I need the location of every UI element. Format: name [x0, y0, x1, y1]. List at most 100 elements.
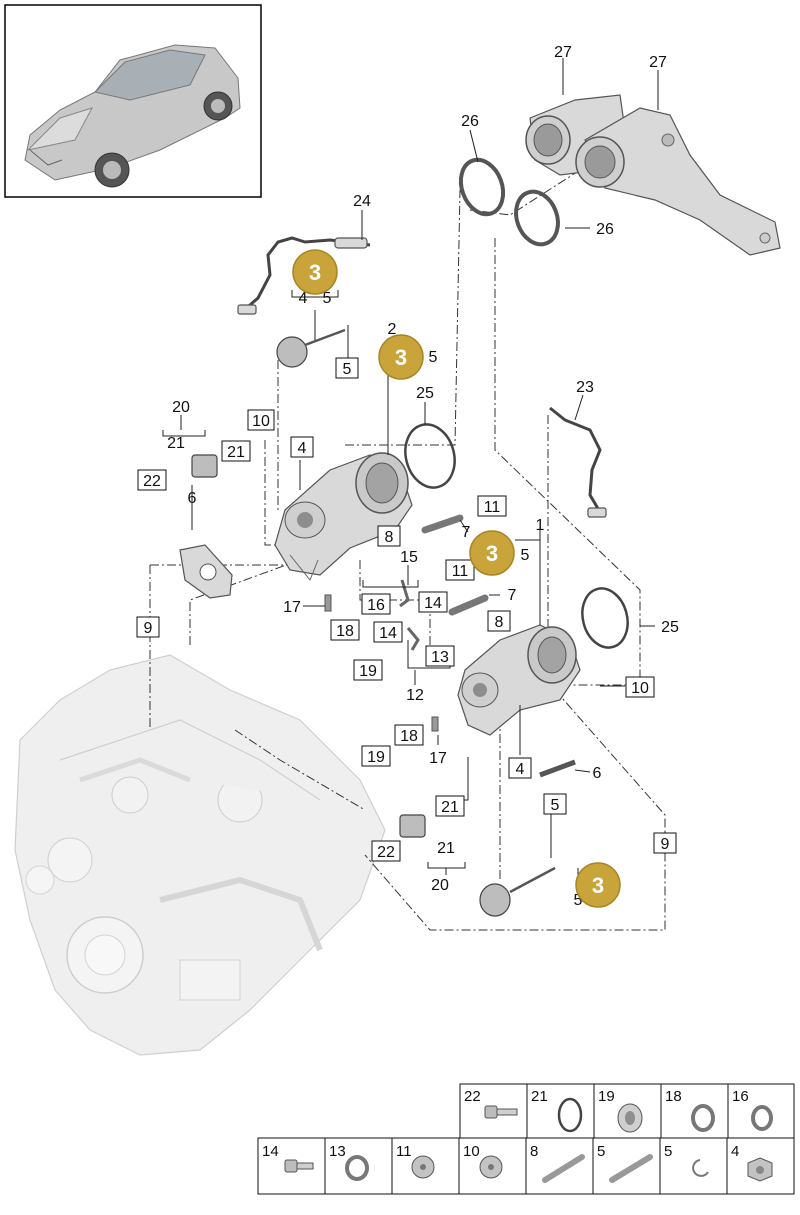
washer-ring-icon: [345, 1155, 369, 1181]
bolt-17-upper[interactable]: [324, 594, 332, 612]
callout-24: 24: [353, 193, 371, 210]
solenoid-valve-lower[interactable]: [399, 814, 426, 838]
svg-text:10: 10: [252, 413, 270, 430]
box-callout-10-lower: 10: [625, 676, 655, 698]
svg-text:4: 4: [298, 440, 307, 457]
hex-nut-icon: [747, 1157, 773, 1182]
catalytic-converter-left[interactable]: [525, 94, 626, 176]
callout-27b: 27: [649, 54, 667, 71]
solenoid-valve-upper[interactable]: [191, 454, 218, 478]
svg-text:22: 22: [377, 844, 395, 861]
bolt-17-lower[interactable]: [431, 716, 439, 732]
legend-cell-14: 14: [262, 1143, 279, 1160]
seal-ring-25-upper[interactable]: [399, 419, 462, 493]
box-callout-22-lower: 22: [371, 840, 401, 862]
callout-6a: 6: [188, 490, 197, 507]
callout-26b: 26: [596, 221, 614, 238]
callout-25a: 25: [416, 385, 434, 402]
sleeve-icon: [617, 1103, 643, 1133]
box-callout-8-lower: 8: [487, 610, 511, 632]
legend-cell-5a: 5: [597, 1143, 605, 1160]
badge-3-middle[interactable]: 3: [469, 530, 515, 576]
clamp-26-upper[interactable]: [454, 154, 511, 220]
callout-2: 2: [388, 321, 397, 338]
bracket-6-upper[interactable]: [179, 544, 233, 599]
svg-text:3: 3: [395, 345, 407, 370]
box-callout-14-lower: 14: [373, 621, 403, 643]
svg-text:19: 19: [359, 663, 377, 680]
svg-text:21: 21: [441, 799, 459, 816]
svg-text:22: 22: [143, 473, 161, 490]
oil-line-15[interactable]: [399, 579, 410, 608]
turbocharger-upper[interactable]: [274, 452, 413, 581]
callout-1: 1: [536, 517, 545, 534]
svg-text:14: 14: [379, 625, 397, 642]
callout-21a: 21: [167, 435, 185, 452]
svg-text:9: 9: [144, 620, 153, 637]
coolant-pipe-7-lower[interactable]: [448, 594, 489, 616]
callout-4a: 4: [299, 290, 308, 307]
coolant-pipe-7-upper[interactable]: [421, 514, 464, 534]
nut-icon-10: [479, 1155, 503, 1179]
svg-text:8: 8: [495, 614, 504, 631]
washer-small-icon: [751, 1105, 773, 1131]
clamp-26-lower[interactable]: [509, 186, 565, 250]
legend-cell-21: 21: [531, 1088, 548, 1105]
svg-text:4: 4: [516, 761, 525, 778]
legend-cell-11: 11: [396, 1143, 412, 1160]
badge-3-upper-right[interactable]: 3: [378, 334, 424, 380]
callout-12: 12: [406, 687, 424, 704]
svg-text:3: 3: [309, 260, 321, 285]
callout-5f: 5: [574, 892, 583, 909]
box-callout-11-lower: 11: [445, 559, 475, 581]
box-callout-22-upper: 22: [137, 469, 167, 491]
legend-cell-10: 10: [463, 1143, 480, 1160]
svg-text:11: 11: [452, 563, 469, 580]
box-callout-5-upper: 5: [335, 357, 359, 379]
oxygen-sensor-23[interactable]: [549, 406, 607, 518]
box-callout-14-upper: 14: [418, 591, 448, 613]
seal-ring-25-lower[interactable]: [576, 583, 634, 652]
callout-25b: 25: [661, 619, 679, 636]
oxygen-sensor-24[interactable]: [237, 236, 371, 315]
callout-26a: 26: [461, 113, 479, 130]
svg-text:10: 10: [631, 680, 649, 697]
svg-text:8: 8: [385, 529, 394, 546]
turbocharger-lower[interactable]: [457, 624, 581, 736]
wastegate-actuator-lower[interactable]: [479, 866, 556, 917]
callout-20b: 20: [431, 877, 449, 894]
oil-line-12[interactable]: [406, 627, 420, 651]
legend-cell-19: 19: [598, 1088, 615, 1105]
bolt-icon: [484, 1105, 518, 1119]
box-callout-21-upper: 21: [221, 440, 251, 462]
box-callout-4-lower: 4: [508, 757, 532, 779]
gasket-6-lower[interactable]: [539, 759, 576, 778]
legend-cell-5b: 5: [664, 1143, 672, 1160]
box-callout-8-upper: 8: [377, 525, 401, 547]
legend-cell-22: 22: [464, 1088, 481, 1105]
svg-text:3: 3: [592, 873, 604, 898]
svg-text:19: 19: [367, 749, 385, 766]
legend-cell-16: 16: [732, 1088, 749, 1105]
stud-icon-5: [609, 1154, 653, 1183]
wastegate-actuator-upper[interactable]: [276, 328, 346, 368]
box-callout-10-upper: 10: [247, 409, 275, 431]
callout-numbers: 27 27 26 26 24 4 5 2 5 25 23 20 21 6 7 1…: [167, 44, 679, 909]
callout-17b: 17: [429, 750, 447, 767]
callout-6b: 6: [593, 765, 602, 782]
svg-text:18: 18: [400, 728, 418, 745]
callout-5c: 5: [521, 547, 530, 564]
box-callout-21-lower: 21: [435, 795, 465, 817]
badge-3-upper-left[interactable]: 3: [292, 249, 338, 295]
box-callout-19-lower: 19: [361, 745, 391, 767]
box-callout-19-upper: 19: [353, 659, 383, 681]
parts-legend-grid: 22 21 19 18 16 14 13 11 10 8 5 5 4: [257, 1083, 795, 1195]
box-callout-18-upper: 18: [330, 619, 360, 641]
svg-text:11: 11: [484, 499, 501, 516]
legend-cell-4: 4: [731, 1143, 739, 1160]
badge-3-lower[interactable]: 3: [575, 862, 621, 908]
catalytic-converter-right[interactable]: [575, 107, 781, 256]
callout-7b: 7: [508, 587, 517, 604]
engine-block-illustration: [14, 654, 386, 1056]
